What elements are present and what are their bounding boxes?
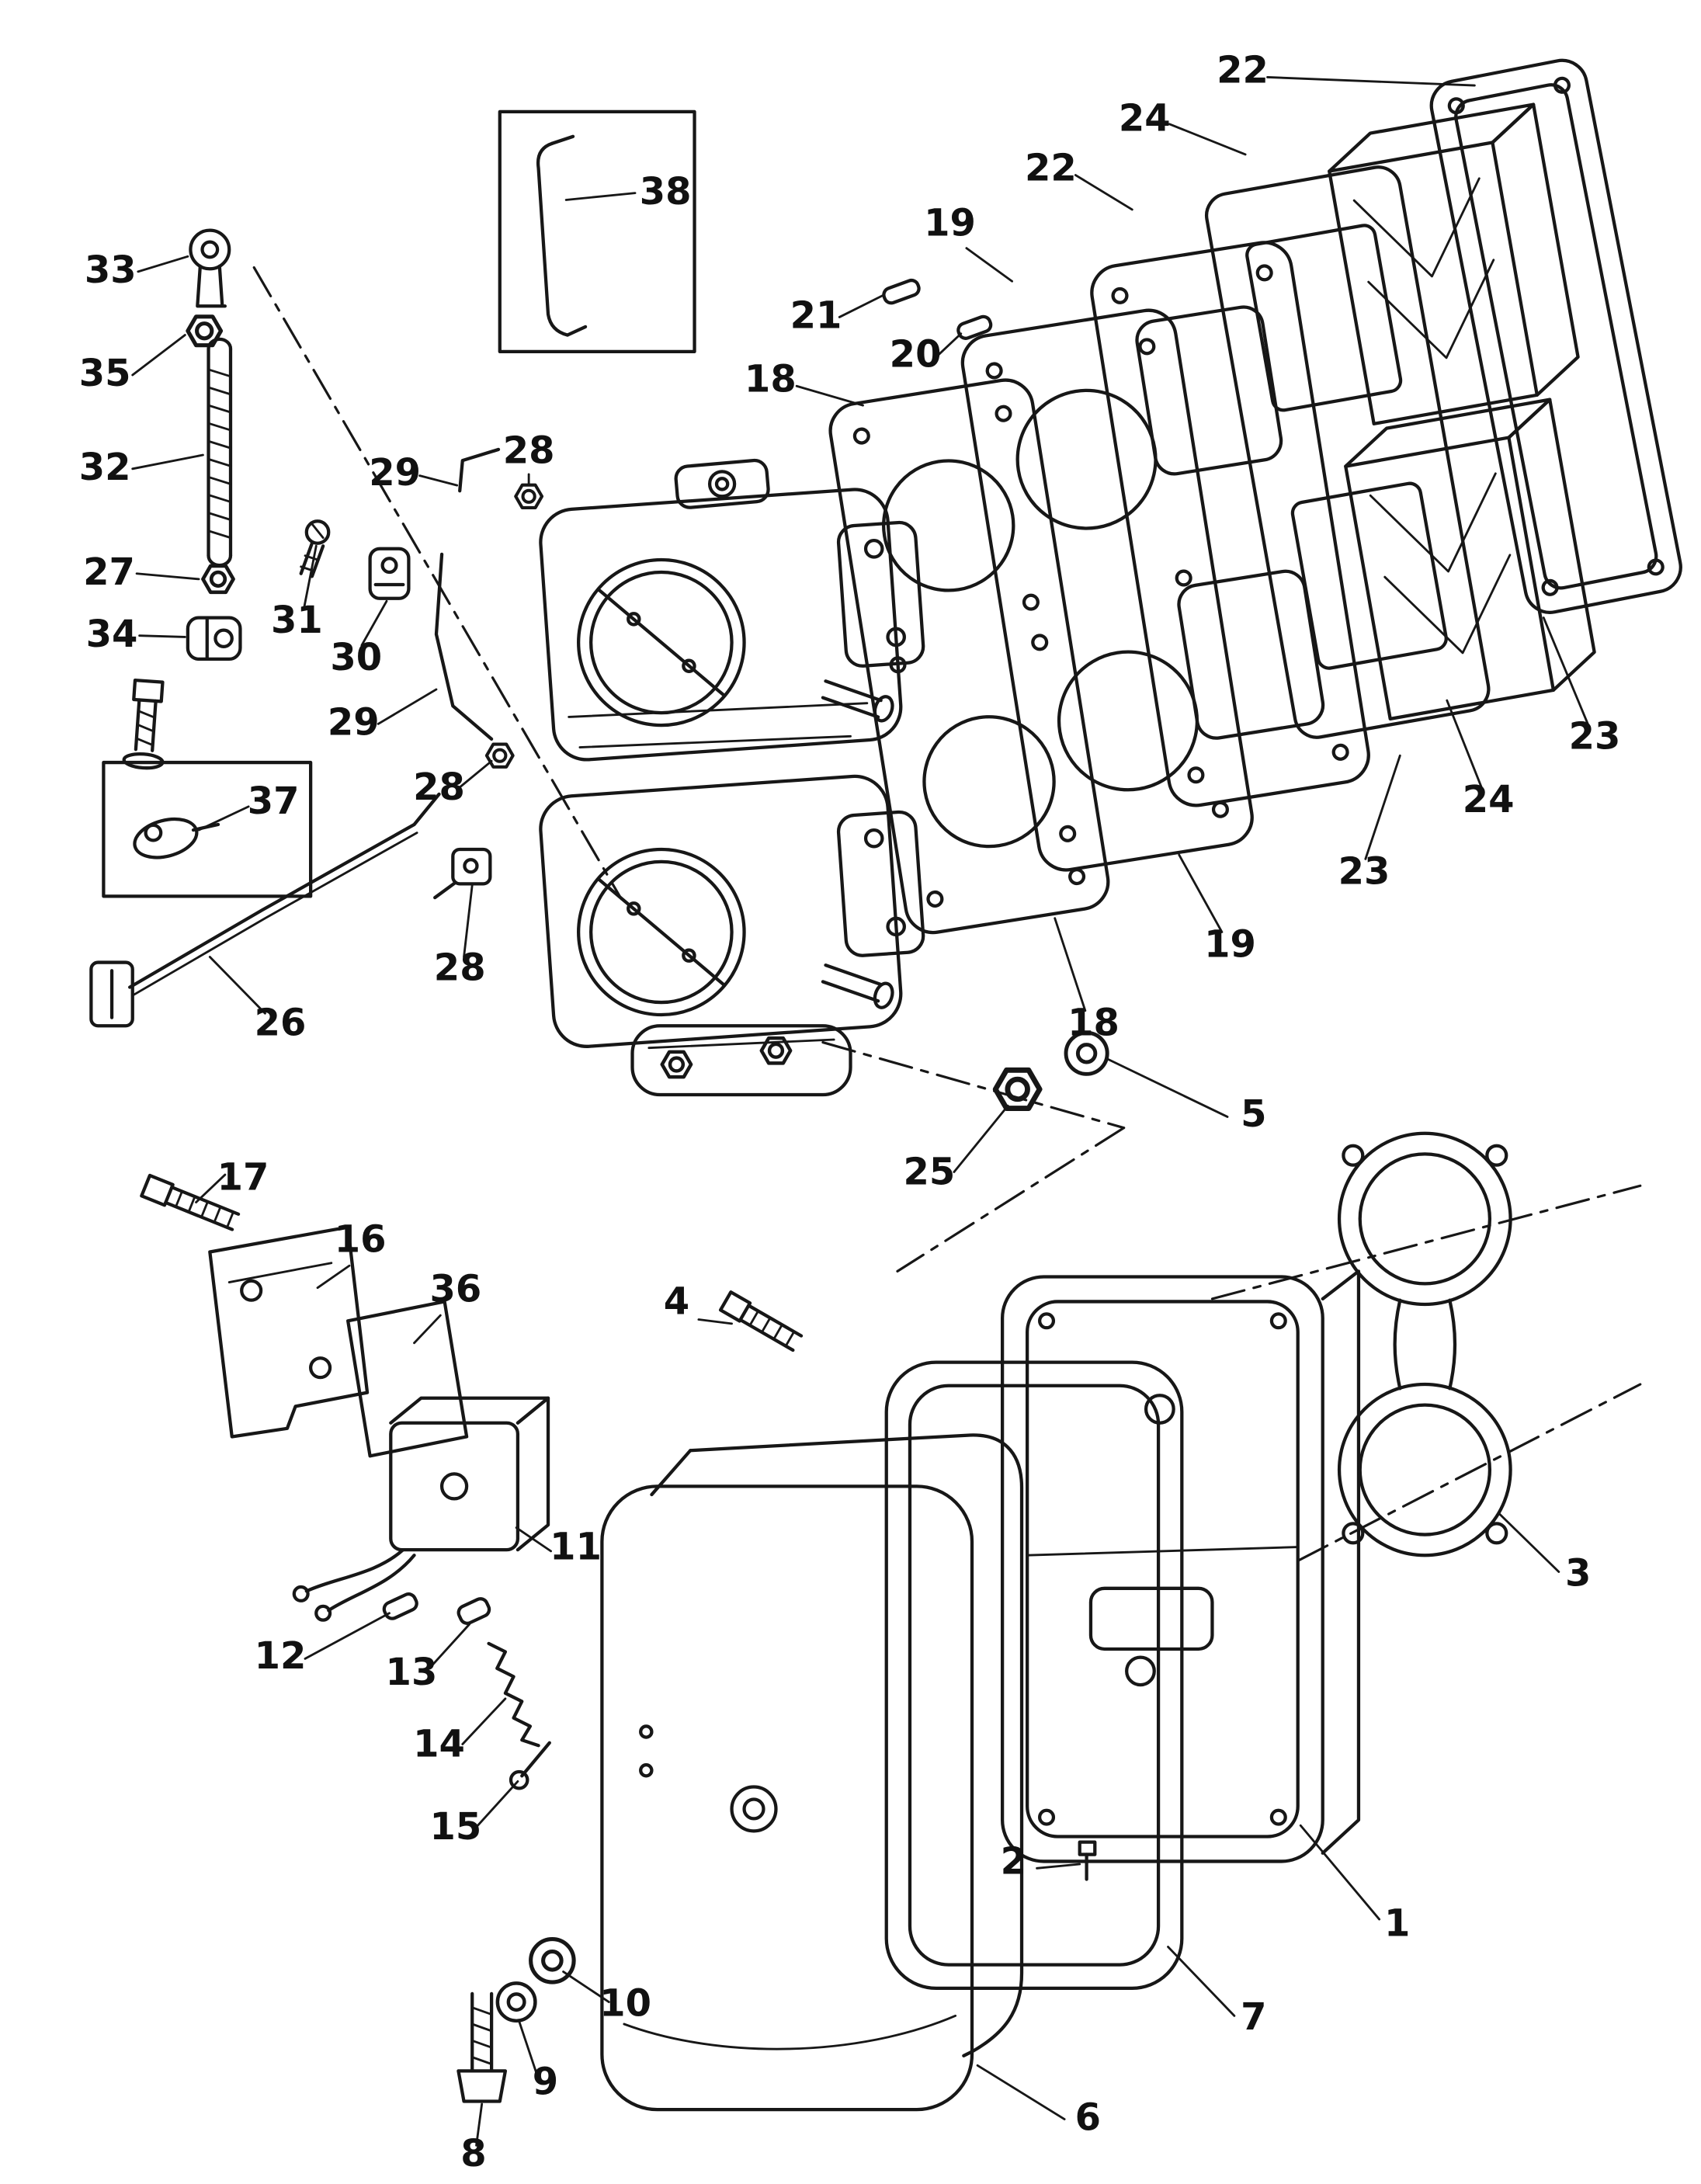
callout-5: 5 xyxy=(1241,1092,1266,1136)
callout-24-lower: 24 xyxy=(1463,778,1515,821)
leader-lines xyxy=(131,76,1589,2147)
callout-33: 33 xyxy=(85,248,137,292)
callout-14: 14 xyxy=(413,1723,465,1766)
spring-14 xyxy=(487,1641,540,1748)
callout-7: 7 xyxy=(1241,1995,1266,2039)
nut-25 xyxy=(995,1070,1040,1108)
pin-20 xyxy=(956,314,993,340)
carburetor-upper xyxy=(539,458,925,762)
callout-28-b: 28 xyxy=(413,766,465,809)
callouts: 38 33 35 32 27 34 31 30 29 28 29 28 37 2… xyxy=(79,49,1621,2175)
link-rod-29-lower xyxy=(434,552,494,741)
callout-26: 26 xyxy=(255,1002,307,1045)
callout-35: 35 xyxy=(79,352,131,395)
callout-30: 30 xyxy=(330,636,382,679)
bolt-17 xyxy=(140,1173,241,1231)
bolt-4 xyxy=(718,1290,804,1352)
callout-17: 17 xyxy=(217,1156,269,1200)
clamp-30 xyxy=(368,547,411,600)
nut-28-middle xyxy=(487,745,513,767)
callout-22-right: 22 xyxy=(1217,49,1269,92)
detail-box-38 xyxy=(498,109,696,353)
lever-rod-26 xyxy=(89,792,441,1028)
callout-23-right: 23 xyxy=(1569,714,1621,758)
callout-23-lower: 23 xyxy=(1338,849,1390,893)
reed-block-23-upper xyxy=(1328,102,1580,425)
pin-15 xyxy=(509,1741,551,1790)
callout-12: 12 xyxy=(255,1634,307,1678)
gasket-7 xyxy=(884,1360,1184,1990)
solenoid-11 xyxy=(292,1396,550,1622)
callout-19-lower: 19 xyxy=(1204,922,1256,966)
callout-10: 10 xyxy=(599,1981,651,2025)
callout-28-c: 28 xyxy=(434,946,486,990)
callout-36: 36 xyxy=(429,1267,481,1311)
plate-36 xyxy=(346,1300,469,1458)
pin-21 xyxy=(882,278,921,305)
diagram-linework xyxy=(89,58,1682,2112)
bolt-8 xyxy=(456,1991,508,2103)
callout-27: 27 xyxy=(83,550,135,594)
callout-13: 13 xyxy=(386,1651,438,1694)
callout-21: 21 xyxy=(790,294,842,338)
bolt-2 xyxy=(1078,1840,1097,1881)
callout-28-a: 28 xyxy=(503,429,555,473)
callout-18-upper: 18 xyxy=(745,357,797,401)
callout-32: 32 xyxy=(79,446,131,489)
callout-8: 8 xyxy=(460,2132,486,2175)
callout-24-top: 24 xyxy=(1119,97,1171,141)
callout-29-upper: 29 xyxy=(369,451,421,495)
callout-3: 3 xyxy=(1565,1551,1591,1595)
callout-29-lower: 29 xyxy=(328,701,380,745)
callout-22-left: 22 xyxy=(1025,147,1077,190)
link-rod-29-upper xyxy=(458,447,501,493)
gasket-18 xyxy=(828,378,1110,935)
reed-block-23-lower xyxy=(1344,398,1596,721)
callout-6: 6 xyxy=(1075,2096,1101,2140)
gasket-22-inner xyxy=(1090,241,1370,807)
carburetor-lower xyxy=(539,774,925,1097)
callout-11: 11 xyxy=(550,1526,602,1569)
bracket-16 xyxy=(208,1225,370,1439)
bolt-34-fastener xyxy=(122,679,165,770)
callout-15: 15 xyxy=(429,1805,481,1849)
callout-2: 2 xyxy=(1001,1839,1026,1883)
detail-box-37 xyxy=(102,760,313,898)
callout-19-upper: 19 xyxy=(924,202,976,245)
throttle-link-rod xyxy=(122,228,242,770)
gasket-22-outer xyxy=(1429,58,1682,614)
callout-1: 1 xyxy=(1384,1901,1410,1945)
clamp-28-lower xyxy=(433,847,492,900)
gasket-3 xyxy=(1337,1131,1512,1557)
callout-37: 37 xyxy=(248,780,300,823)
callout-25: 25 xyxy=(903,1151,955,1194)
callout-4: 4 xyxy=(664,1279,689,1323)
callout-20: 20 xyxy=(890,332,942,376)
plunger-12 xyxy=(382,1592,418,1620)
reed-plate-24 xyxy=(1204,165,1491,739)
plunger-13 xyxy=(456,1597,491,1625)
callout-18-lower: 18 xyxy=(1067,1002,1120,1045)
washer-10 xyxy=(531,1939,574,1982)
callout-9: 9 xyxy=(533,2061,558,2104)
callout-31: 31 xyxy=(271,599,323,642)
washer-9 xyxy=(498,1983,536,2020)
silencer-cover-6 xyxy=(600,1433,1024,2112)
callout-38: 38 xyxy=(640,170,692,214)
intake-housing-1 xyxy=(1000,1269,1361,1863)
callout-34: 34 xyxy=(86,613,138,656)
center-lines xyxy=(252,266,1642,1562)
callout-16: 16 xyxy=(335,1218,387,1262)
nut-28-upper xyxy=(516,485,542,508)
